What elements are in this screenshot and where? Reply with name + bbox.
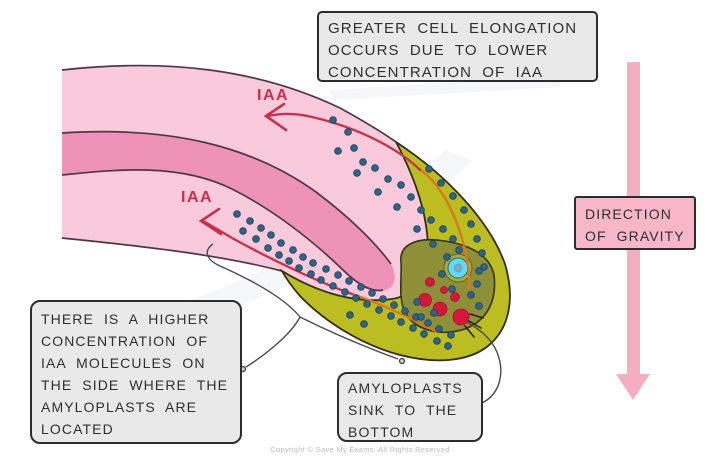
callout-line: BOTTOM — [348, 424, 415, 440]
callout-line: DIRECTION — [585, 206, 672, 222]
callout-line: IAA MOLECULES ON — [41, 355, 206, 371]
callout-greater-elongation: GREATER CELL ELONGATION OCCURS DUE TO LO… — [317, 11, 598, 82]
callout-direction-of-gravity: DIRECTION OF GRAVITY — [574, 196, 696, 250]
connector-concentration — [206, 243, 406, 373]
callout-line: CONCENTRATION OF IAA — [328, 64, 544, 81]
iaa-label-upper: IAA — [257, 87, 290, 104]
amyloplasts — [418, 277, 470, 326]
callout-higher-concentration: THERE IS A HIGHER CONCENTRATION OF IAA M… — [30, 300, 242, 444]
callout-line: AMYLOPLASTS — [348, 380, 463, 396]
iaa-arrow-upper — [263, 102, 471, 290]
callout-line: CONCENTRATION OF — [41, 333, 209, 349]
callout-line: THERE IS A HIGHER — [41, 311, 210, 327]
callout-line: SINK TO THE — [348, 402, 458, 418]
iaa-molecule-dots — [233, 116, 488, 350]
callout-line: OCCURS DUE TO LOWER — [328, 42, 549, 59]
callout-line: THE SIDE WHERE THE — [41, 377, 229, 393]
iaa-label-lower: IAA — [181, 189, 214, 206]
callout-line: LOCATED — [41, 421, 114, 437]
iaa-arrow-lower — [198, 207, 439, 334]
amyloplast-tick-marks — [464, 313, 484, 338]
callout-line: OF GRAVITY — [585, 228, 685, 244]
callout-amyloplasts-sink: AMYLOPLASTS SINK TO THE BOTTOM — [337, 372, 483, 442]
root-outline — [61, 64, 397, 292]
callout-line: AMYLOPLASTS ARE — [41, 399, 198, 415]
root-vascular-band — [62, 131, 395, 291]
nucleus — [443, 253, 473, 283]
callout-line: GREATER CELL ELONGATION — [328, 20, 578, 37]
copyright-text: Copyright © Save My Exams. All Rights Re… — [270, 445, 450, 454]
